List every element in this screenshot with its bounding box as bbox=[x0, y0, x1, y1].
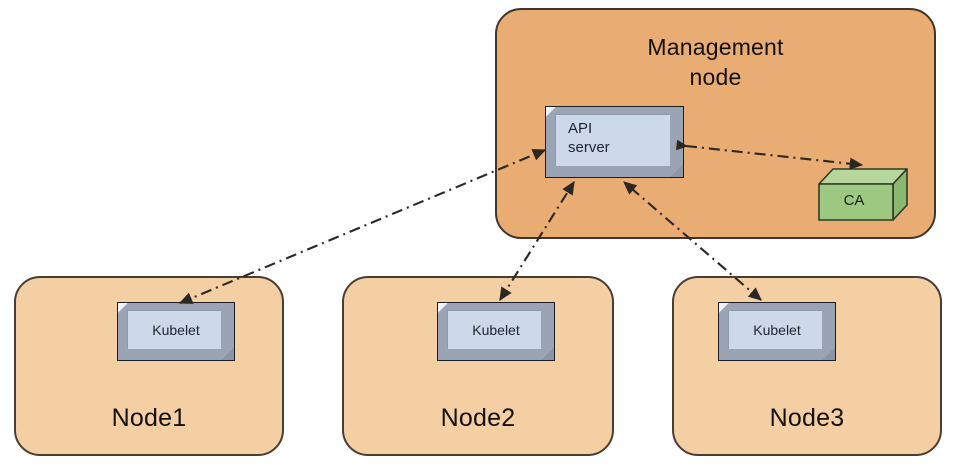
api-server-bevel-shadow bbox=[546, 107, 683, 177]
kubelet-label-3: Kubelet bbox=[753, 322, 801, 338]
api-server-box[interactable]: API server bbox=[545, 106, 684, 178]
kubelet-bevel-shadow-2 bbox=[438, 303, 554, 360]
ca-box[interactable]: CA bbox=[817, 166, 909, 222]
kubelet-label-1: Kubelet bbox=[152, 322, 200, 338]
kubelet-box-2[interactable]: Kubelet bbox=[437, 302, 555, 361]
kubelet-label-2: Kubelet bbox=[472, 322, 520, 338]
kubelet-box-1[interactable]: Kubelet bbox=[117, 302, 235, 361]
kubelet-bevel-shadow-3 bbox=[719, 303, 835, 360]
api-server-label: API server bbox=[568, 120, 610, 156]
ca-label: CA bbox=[843, 192, 865, 209]
worker-node-label-3: Node3 bbox=[769, 404, 845, 432]
kubelet-box-3[interactable]: Kubelet bbox=[718, 302, 836, 361]
management-node-label: Management node bbox=[647, 34, 784, 90]
kubelet-bevel-shadow-1 bbox=[118, 303, 234, 360]
ca-cuboid-icon bbox=[818, 168, 908, 221]
worker-node-label-2: Node2 bbox=[440, 404, 516, 432]
worker-node-label-1: Node1 bbox=[111, 404, 187, 432]
